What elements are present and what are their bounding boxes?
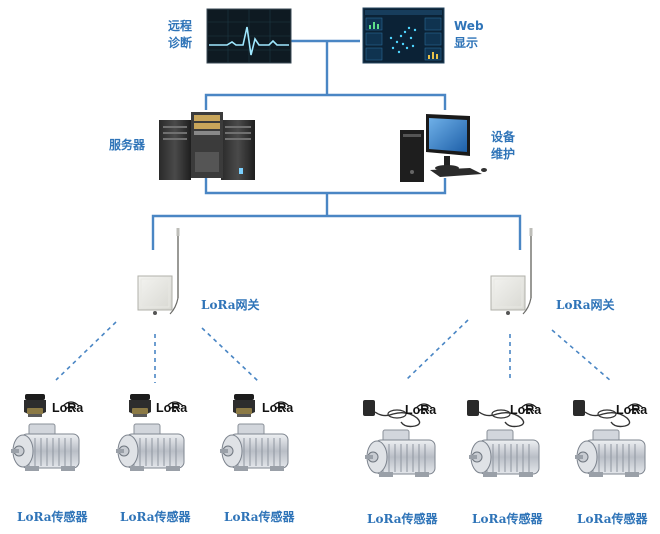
label-web-display: Web 显示 xyxy=(454,18,484,52)
label-device-maintenance-line1: 设备 xyxy=(491,130,516,144)
lora-logo-text: LoRa xyxy=(52,401,84,415)
label-remote-diagnosis-line2: 诊断 xyxy=(168,36,193,50)
wired-links xyxy=(151,39,522,250)
lora-gateway-icon xyxy=(490,227,534,316)
lora-logo-text: LoRa xyxy=(510,403,542,417)
label-gateway-right: LoRa网关 xyxy=(556,298,615,312)
lora-logo-icon: LoRa xyxy=(52,401,84,415)
lora-logo-icon: LoRa xyxy=(262,401,294,415)
server-rack-icon xyxy=(159,112,255,180)
label-sensor: LoRa传感器 xyxy=(224,510,295,524)
label-web-display-line1: Web xyxy=(454,19,484,33)
lora-logo-text: LoRa xyxy=(156,401,188,415)
label-sensor: LoRa传感器 xyxy=(17,510,88,524)
lora-logo-text: LoRa xyxy=(262,401,294,415)
web-dashboard-icon xyxy=(362,7,445,64)
label-sensor: LoRa传感器 xyxy=(577,512,648,526)
ecg-monitor-icon xyxy=(206,8,292,64)
lora-logo-icon: LoRa xyxy=(616,403,648,417)
lora-logo-icon: LoRa xyxy=(510,403,542,417)
label-web-display-line2: 显示 xyxy=(454,36,479,50)
label-remote-diagnosis-line1: 远程 xyxy=(168,19,193,33)
lora-logo-text: LoRa xyxy=(616,403,648,417)
lora-logo-icon: LoRa xyxy=(156,401,188,415)
label-sensor: LoRa传感器 xyxy=(472,512,543,526)
label-device-maintenance: 设备 维护 xyxy=(491,129,515,163)
link-gateway-bus xyxy=(151,214,522,250)
label-gateway-left: LoRa网关 xyxy=(201,298,260,312)
label-device-maintenance-line2: 维护 xyxy=(491,147,516,161)
label-remote-diagnosis: 远程 诊断 xyxy=(168,18,192,52)
link-mid-bus xyxy=(204,178,447,195)
lora-logo-icon: LoRa xyxy=(405,403,437,417)
label-sensor: LoRa传感器 xyxy=(367,512,438,526)
wireless-links xyxy=(55,319,612,383)
lora-gateway-icon xyxy=(137,227,181,316)
desktop-computer-icon xyxy=(400,114,487,182)
label-server: 服务器 xyxy=(109,138,146,152)
link-top-bus xyxy=(204,93,447,110)
label-sensor: LoRa传感器 xyxy=(120,510,191,524)
lora-logo-text: LoRa xyxy=(405,403,437,417)
